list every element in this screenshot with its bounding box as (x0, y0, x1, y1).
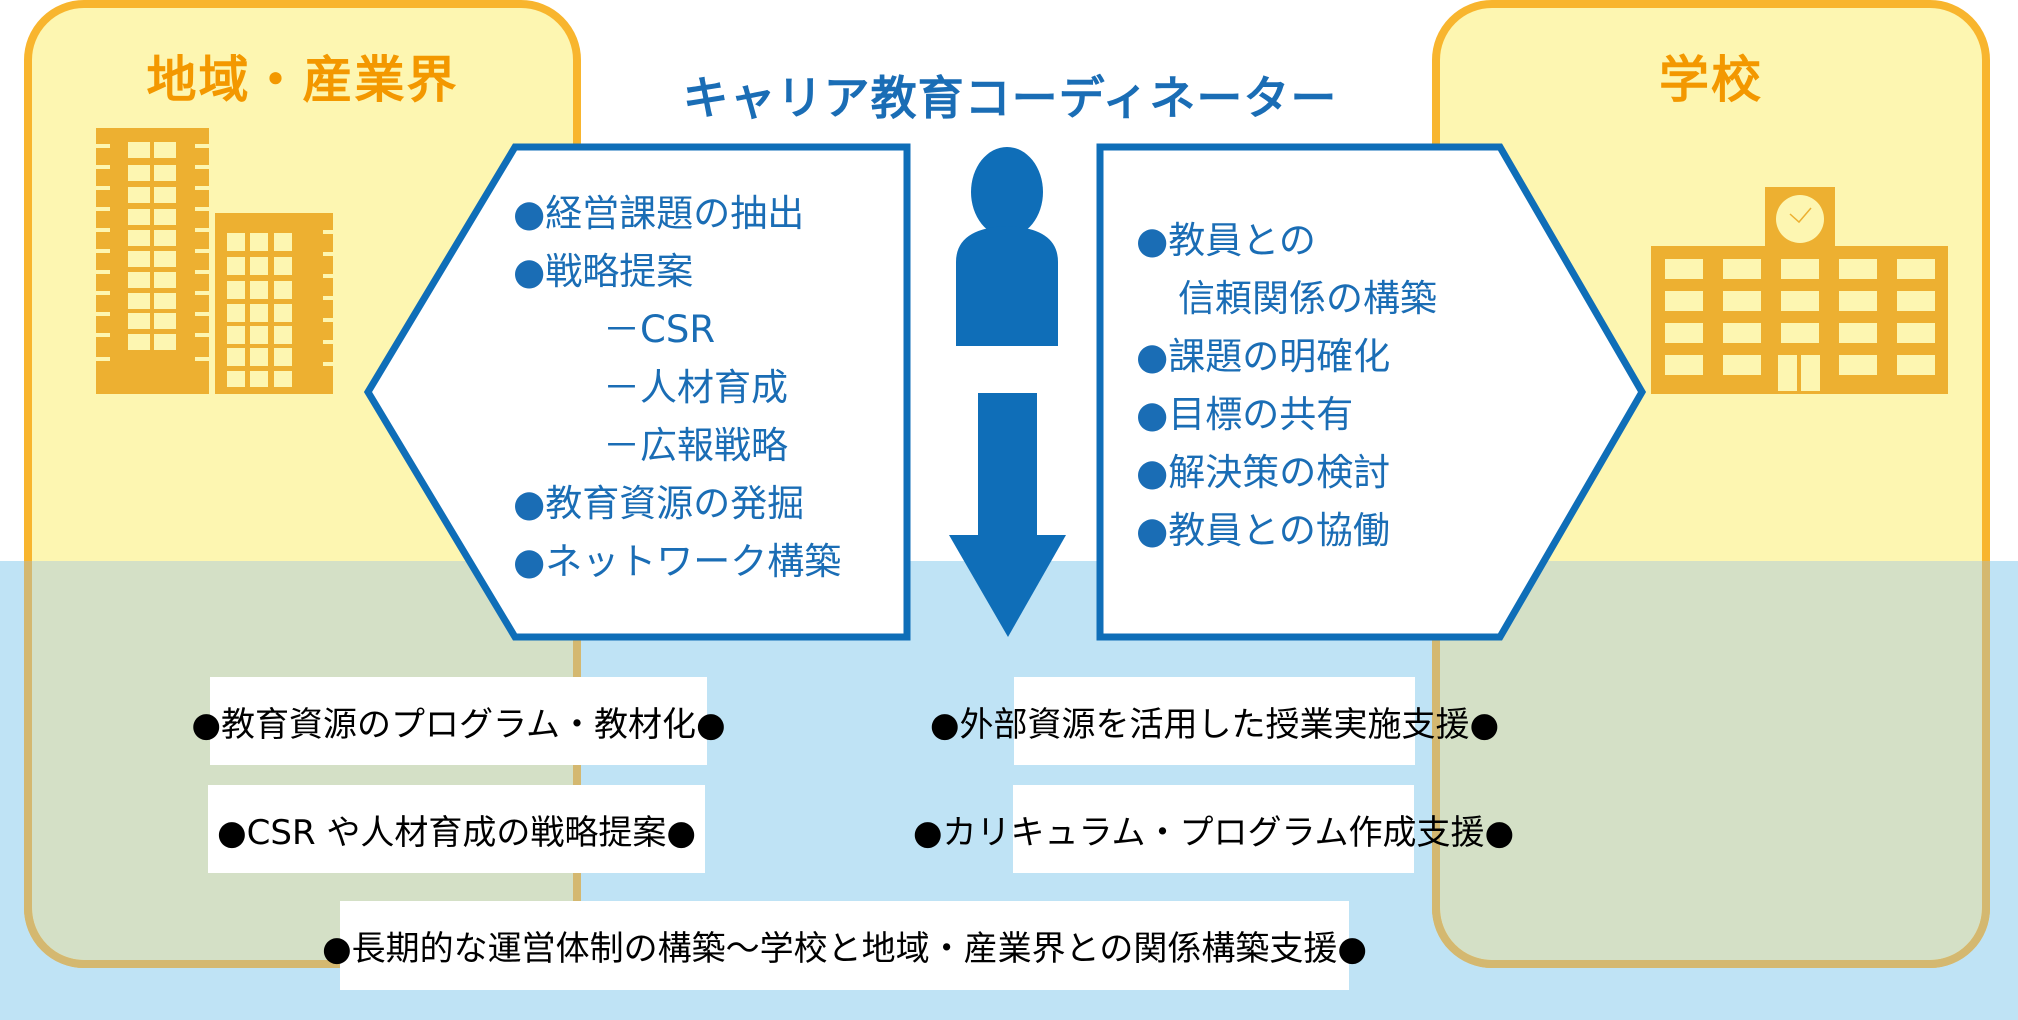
list-subitem: －人材育成 (603, 366, 788, 409)
right-hexagon-frame (1096, 143, 1647, 641)
left-panel-title: 地域・産業界 (146, 51, 459, 109)
left-hexagon-list: ●経営課題の抽出 ●戦略提案 －CSR －人材育成 －広報戦略 ●教育資源の発掘… (513, 185, 841, 591)
list-item: ●経営課題の抽出 (513, 192, 805, 235)
outcome-box-long-term-relations: ●長期的な運営体制の構築～学校と地域・産業界との関係構築支援● (322, 901, 1367, 990)
list-subitem: －広報戦略 (603, 424, 788, 467)
outcome-box-program-materials: ●教育資源のプログラム・教材化● (191, 677, 726, 765)
outcome-box-csr-strategy: ●CSR や人材育成の戦略提案● (208, 785, 705, 873)
coordinator-title: キャリア教育コーディネーター (682, 71, 1338, 125)
list-item-continuation: 信頼関係の構築 (1178, 277, 1437, 320)
list-item: ●課題の明確化 (1136, 335, 1391, 378)
school-building-icon (1651, 187, 1948, 394)
list-item: ●教育資源の発掘 (513, 482, 805, 525)
list-subitem: －CSR (603, 308, 716, 351)
outcome-box-class-support: ●外部資源を活用した授業実施支援● (930, 677, 1499, 765)
outcome-box-curriculum-support: ●カリキュラム・プログラム作成支援● (913, 785, 1514, 873)
list-item: ●ネットワーク構築 (513, 540, 842, 583)
list-item: ●解決策の検討 (1136, 451, 1391, 494)
panel-overlap-region (1440, 561, 1982, 960)
left-hexagon-frame (363, 143, 911, 641)
list-item: ●教員との (1136, 219, 1316, 262)
office-buildings-icon (96, 128, 333, 394)
right-panel-title: 学校 (1659, 51, 1763, 109)
person-icon (956, 147, 1058, 346)
list-item: ●教員との協働 (1136, 509, 1390, 552)
list-item: ●目標の共有 (1136, 393, 1354, 436)
arrow-down-icon (949, 393, 1066, 637)
list-item: ●戦略提案 (513, 250, 694, 293)
right-hexagon-list: ●教員との 信頼関係の構築 ●課題の明確化 ●目標の共有 ●解決策の検討 ●教員… (1136, 212, 1437, 560)
